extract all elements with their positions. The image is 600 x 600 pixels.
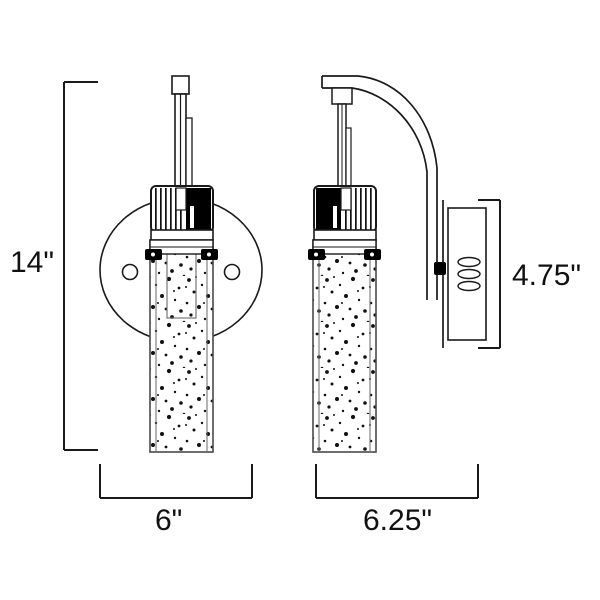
dimension-front-width-6: 6": [99, 464, 253, 537]
vent-slot-1: [457, 256, 481, 268]
side-clamp-band: [308, 239, 381, 260]
side-wall-mount-plate: [434, 200, 487, 348]
front-view: [99, 75, 263, 453]
dimension-side-width-625: 6.25": [315, 464, 479, 537]
vent-slot-2: [457, 268, 481, 280]
side-curved-arm: [321, 75, 438, 300]
backplate-screw-hole-right: [223, 263, 241, 281]
dimension-height-label: 14": [10, 246, 54, 279]
backplate-screw-hole-left: [121, 263, 139, 281]
front-glass-cylinder: [149, 239, 214, 453]
dimension-side-width-label: 6.25": [363, 504, 432, 537]
front-clamp-band: [145, 239, 218, 260]
dimension-projection-475: 4.75": [478, 199, 581, 349]
side-top-bracket: [331, 87, 353, 191]
dimension-front-width-label: 6": [155, 504, 182, 537]
front-top-stem: [171, 75, 193, 191]
side-view: [308, 75, 487, 453]
vent-slot-3: [457, 280, 481, 292]
arm-mount-connector: [434, 262, 446, 275]
dimension-height-14: 14": [10, 81, 98, 451]
front-socket-housing: [150, 185, 214, 241]
dimension-projection-label: 4.75": [512, 259, 581, 292]
side-socket-housing: [313, 185, 377, 241]
side-glass-cylinder: [312, 239, 377, 453]
